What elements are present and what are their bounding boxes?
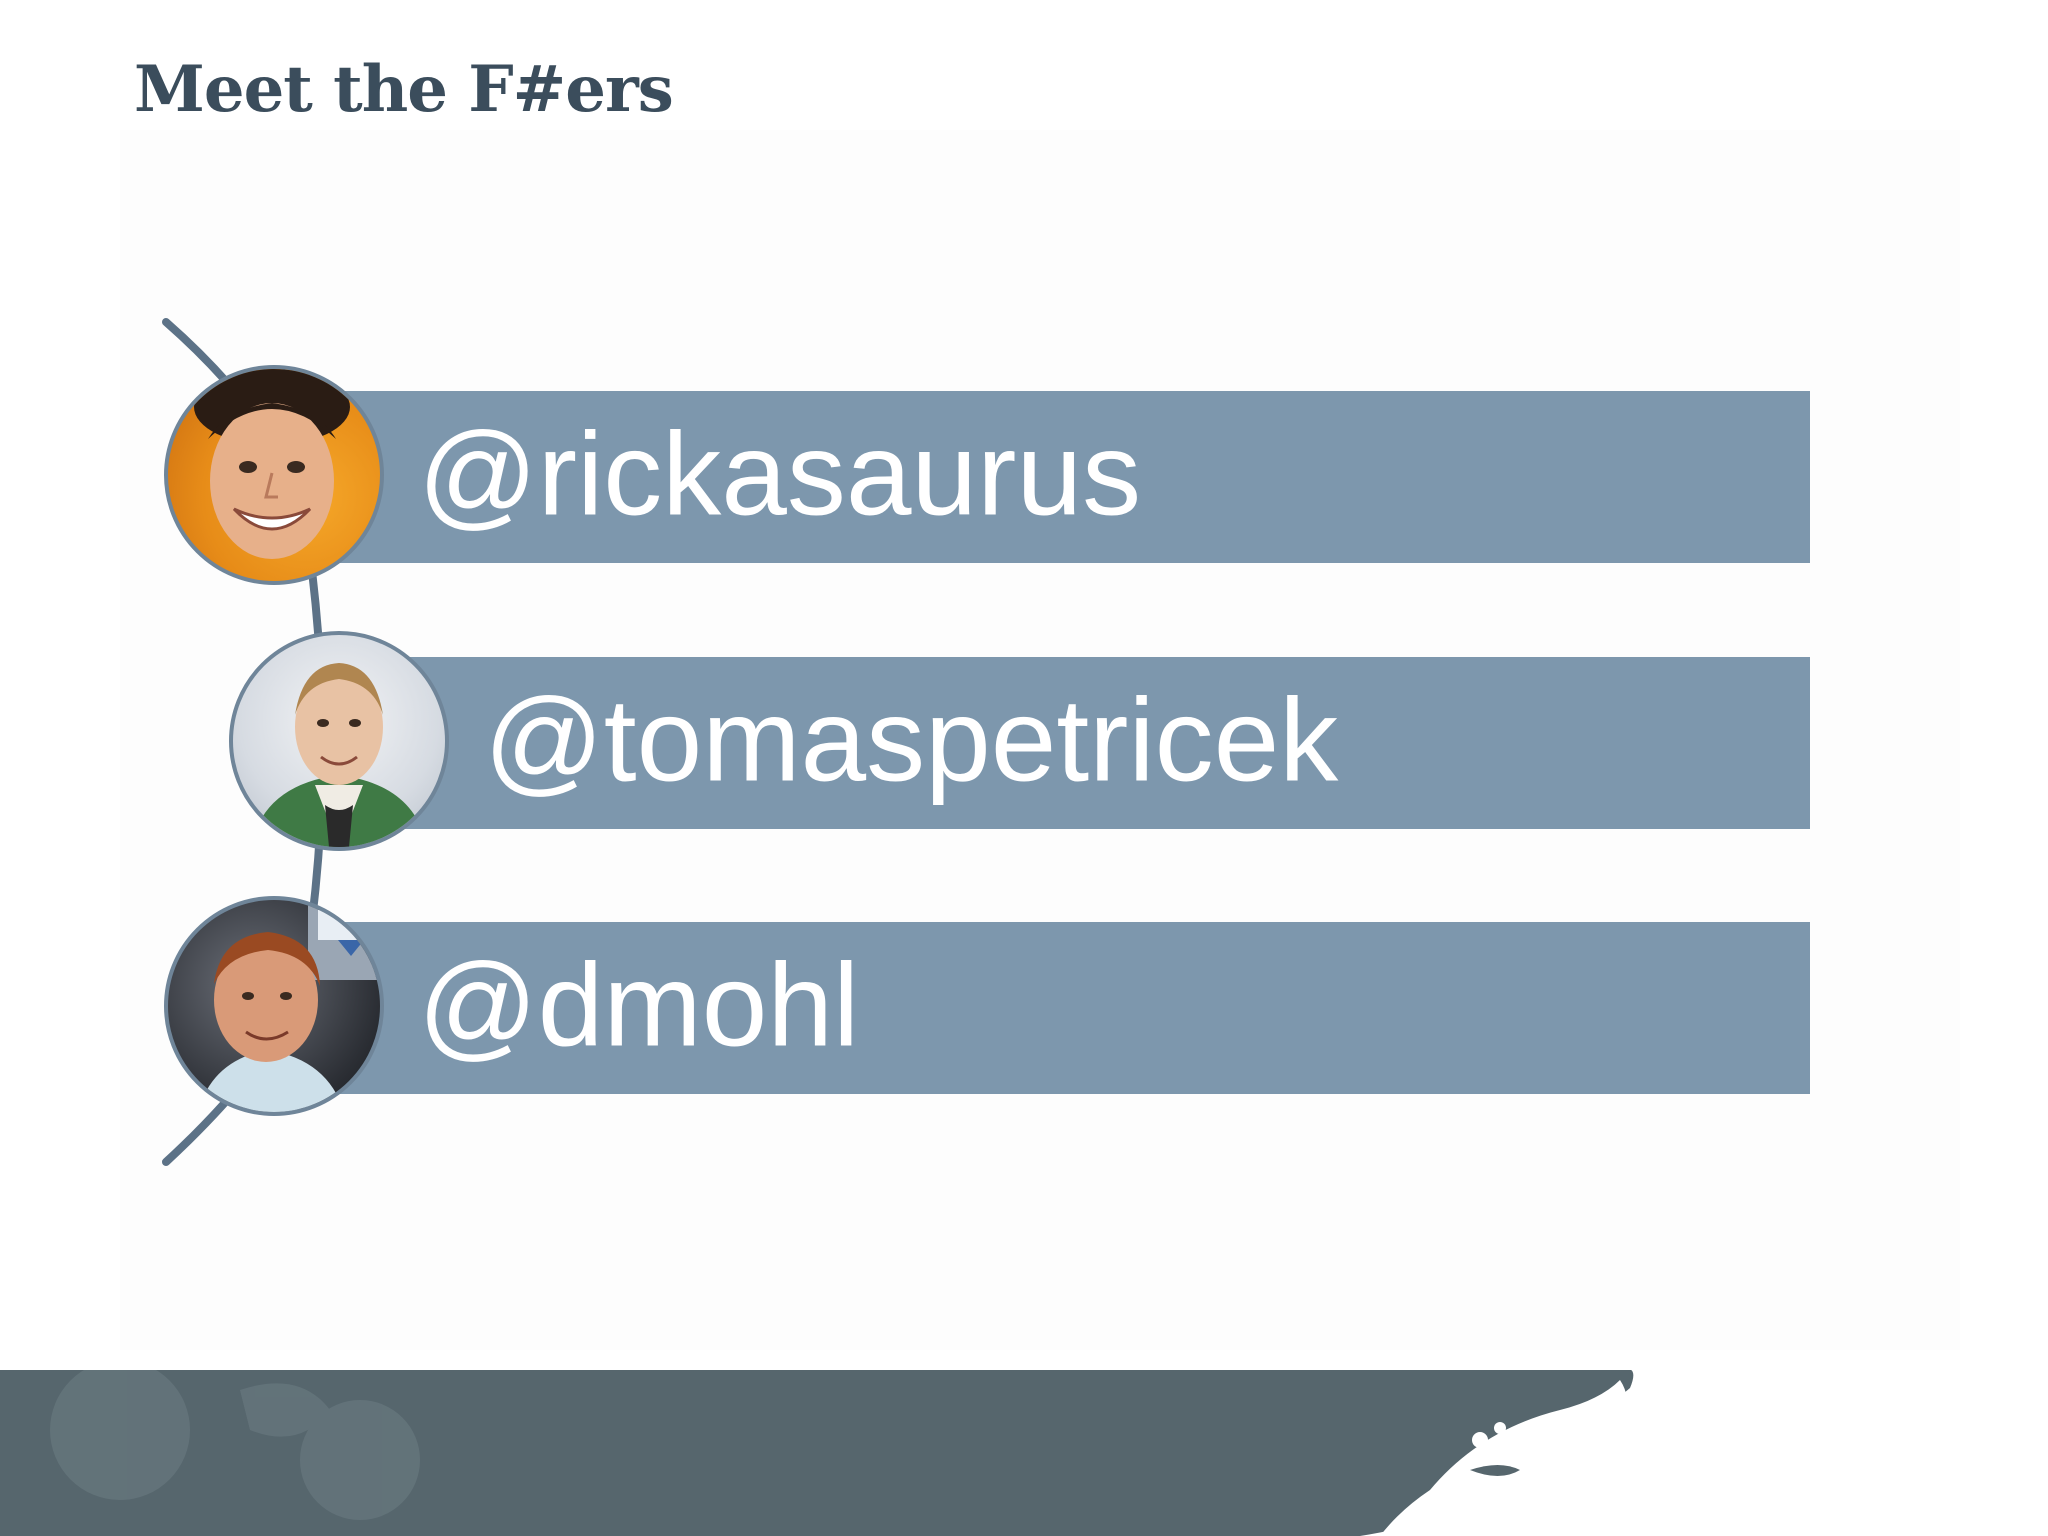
person-photo-icon bbox=[251, 663, 427, 847]
avatar-photo bbox=[164, 365, 384, 585]
handle-bar-rickasaurus: @rickasaurus bbox=[300, 391, 1810, 563]
slide-title: Meet the F#ers bbox=[134, 52, 674, 127]
handle-text: @rickasaurus bbox=[418, 408, 1142, 541]
handle-text: @dmohl bbox=[418, 939, 860, 1072]
footer-decoration bbox=[0, 1370, 2048, 1536]
avatar-photo bbox=[229, 631, 449, 851]
handle-bar-dmohl: @dmohl bbox=[300, 922, 1810, 1094]
person-photo-icon bbox=[198, 900, 380, 1112]
person-photo-icon bbox=[194, 369, 350, 559]
handle-text: @tomaspetricek bbox=[484, 674, 1339, 807]
handle-bar-tomaspetricek: @tomaspetricek bbox=[300, 657, 1810, 829]
avatar-photo bbox=[164, 896, 384, 1116]
